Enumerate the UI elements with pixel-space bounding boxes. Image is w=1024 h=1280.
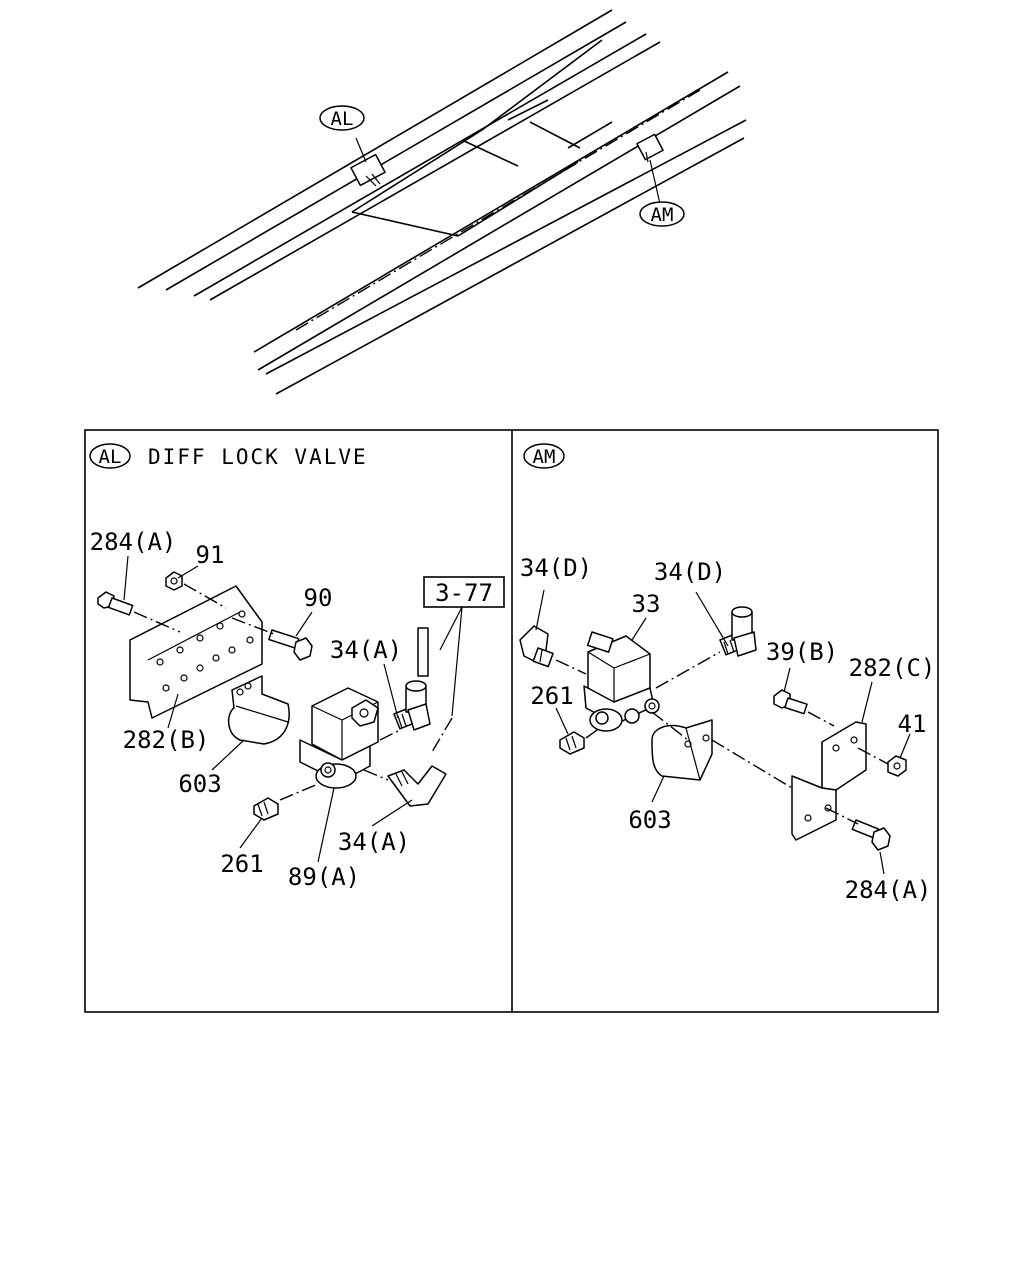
cover-603-right <box>651 711 793 789</box>
label-34a-upper: 34(A) <box>330 636 402 664</box>
panel-am-badge-label: AM <box>533 446 556 468</box>
bolt-284a-left <box>97 591 181 633</box>
chassis-frame <box>137 9 747 395</box>
label-282b: 282(B) <box>123 726 210 754</box>
label-34d-right: 34(D) <box>654 558 726 586</box>
marker-am-label: AM <box>651 204 674 226</box>
nut-41 <box>857 747 907 777</box>
fitting-34a-upper <box>393 680 431 731</box>
bolt-284a-right <box>825 807 891 851</box>
bracket-282b <box>129 585 263 719</box>
fitting-34a-lower <box>363 765 447 807</box>
panel-al-title: DIFF LOCK VALVE <box>148 445 368 469</box>
label-284a-right: 284(A) <box>845 876 932 904</box>
panel-al-badge-label: AL <box>99 446 122 468</box>
label-282c: 282(C) <box>849 654 936 682</box>
label-91: 91 <box>196 541 225 569</box>
panel-am-badge <box>523 443 565 469</box>
label-89a: 89(A) <box>288 863 360 891</box>
label-41: 41 <box>898 710 927 738</box>
diff-lock-valve-89a <box>299 687 401 789</box>
marker-al-label: AL <box>331 108 354 130</box>
label-34a-lower: 34(A) <box>338 828 410 856</box>
diff-lock-valve-33 <box>583 631 660 732</box>
cover-603-left <box>227 675 290 745</box>
marker-am: AM <box>636 133 685 227</box>
ref-box <box>423 576 505 608</box>
label-39b: 39(B) <box>766 638 838 666</box>
label-33: 33 <box>632 590 661 618</box>
bracket-282c <box>791 721 867 841</box>
label-284a-left: 284(A) <box>90 528 177 556</box>
plug-261-right <box>559 727 601 755</box>
label-90: 90 <box>304 584 333 612</box>
leaders-al <box>123 555 413 863</box>
fitting-34d-right <box>655 606 757 689</box>
leaders-am <box>535 589 911 875</box>
panel-am: AM <box>519 443 936 904</box>
panel-al: AL DIFF LOCK VALVE 3-77 <box>89 443 505 891</box>
label-603-right: 603 <box>628 806 671 834</box>
panel-al-badge <box>89 443 131 469</box>
fitting-34d-left <box>519 625 587 675</box>
bolt-39b <box>773 689 835 727</box>
label-261-right: 261 <box>530 682 573 710</box>
bolt-90 <box>231 617 313 661</box>
ref-box-label: 3-77 <box>435 579 493 607</box>
label-261-left: 261 <box>220 850 263 878</box>
nut-91 <box>165 571 227 609</box>
label-34d-left: 34(D) <box>520 554 592 582</box>
label-603-left: 603 <box>178 770 221 798</box>
marker-al: AL <box>319 105 386 187</box>
plug-261-left <box>253 783 319 821</box>
air-pipe <box>417 627 429 677</box>
